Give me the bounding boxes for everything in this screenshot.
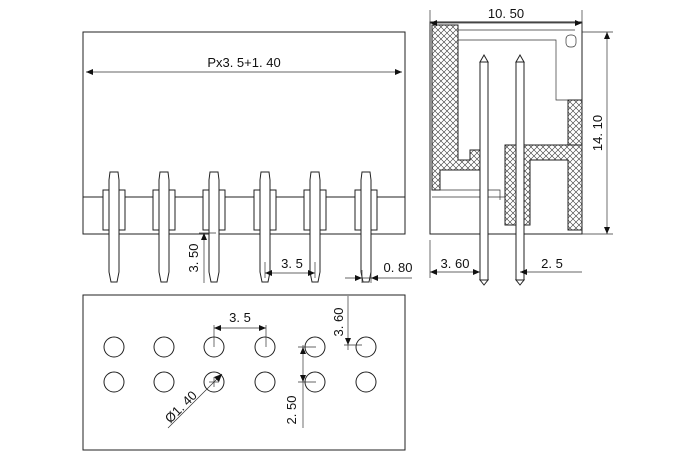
front-pin — [202, 171, 226, 283]
bottom-hole-view — [82, 294, 406, 451]
front-pin — [303, 171, 327, 283]
pcb-hole — [355, 336, 377, 358]
pin-length-dimension: 3. 50 — [186, 232, 216, 283]
pcb-hole — [103, 336, 125, 358]
pin-length-label: 3. 50 — [186, 244, 201, 273]
side-pin-left — [479, 61, 489, 281]
pin-width-label: 0. 80 — [384, 260, 413, 275]
pin-width-dimension: 0. 80 — [345, 260, 412, 283]
pitch-formula-label: Px3. 5+1. 40 — [207, 55, 280, 70]
hole-pitch-dimension: 3. 5 — [213, 310, 267, 347]
front-view — [82, 31, 406, 283]
pcb-hole — [153, 336, 175, 358]
row-pitch-label: 2. 50 — [284, 396, 299, 425]
front-pin — [102, 171, 126, 283]
hole-diameter-label: Ø1. 40 — [162, 388, 200, 426]
body-width-label: 10. 50 — [488, 6, 524, 21]
pcb-hole — [355, 371, 377, 393]
front-pin — [152, 171, 176, 283]
row-pitch-dimension: 2. 50 — [284, 345, 316, 428]
side-pitch-dimension: 2. 5 — [520, 256, 582, 275]
side-pitch-label: 2. 5 — [541, 256, 563, 271]
hole-pitch-label: 3. 5 — [229, 310, 251, 325]
front-pin — [354, 171, 378, 283]
side-pin-right — [515, 61, 525, 281]
pcb-holes — [103, 336, 377, 393]
pcb-hole — [153, 371, 175, 393]
row-offset-label: 3. 60 — [331, 308, 346, 337]
pcb-hole — [254, 336, 276, 358]
pin-pitch-label: 3. 5 — [281, 256, 303, 271]
side-section-view — [429, 21, 583, 286]
pitch-formula-dimension: Px3. 5+1. 40 — [86, 55, 402, 75]
pcb-hole — [254, 371, 276, 393]
front-pins — [102, 171, 378, 283]
side-offset-dimension: 3. 60 — [429, 240, 480, 278]
pcb-hole — [103, 371, 125, 393]
pin-pitch-dimension: 3. 5 — [264, 256, 316, 278]
pcb-hole — [203, 371, 225, 393]
body-height-dimension: 14. 10 — [582, 31, 613, 235]
row-offset-dimension: 3. 60 — [331, 296, 362, 350]
side-offset-label: 3. 60 — [441, 256, 470, 271]
body-width-dimension: 10. 50 — [429, 6, 583, 30]
body-height-label: 14. 10 — [590, 115, 605, 151]
